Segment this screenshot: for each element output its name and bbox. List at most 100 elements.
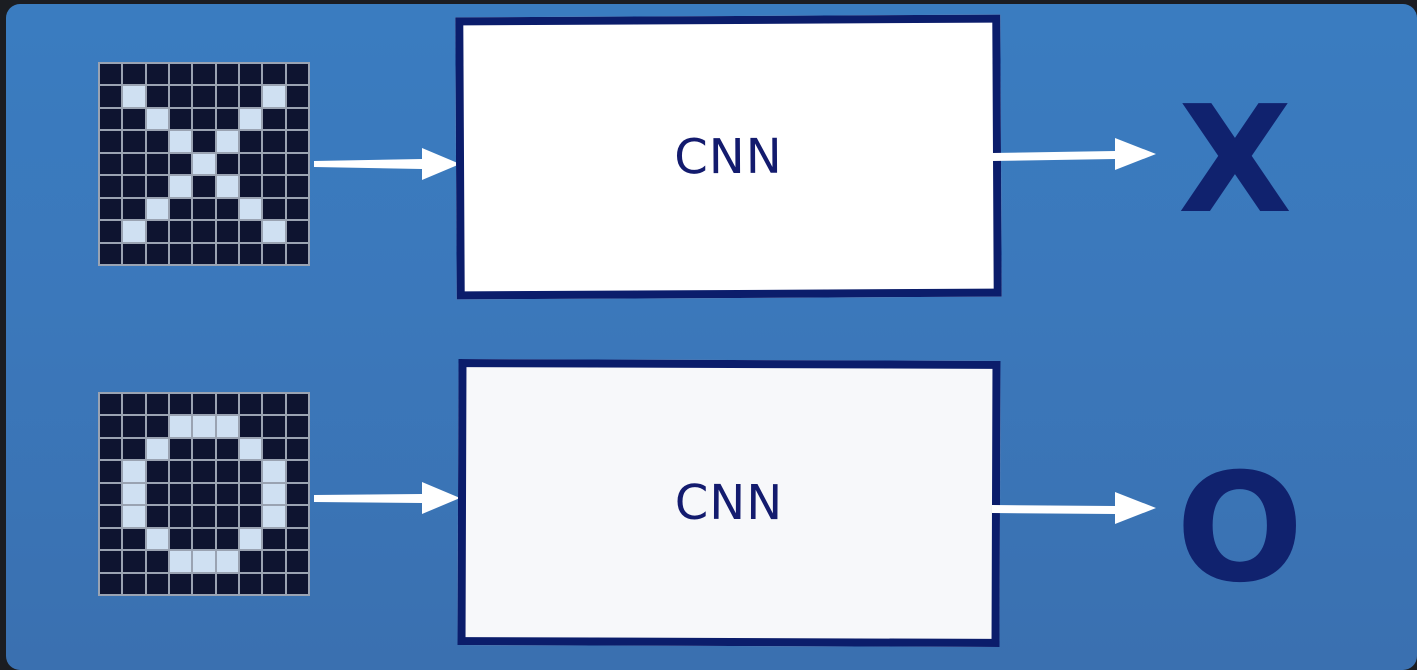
pixel-off — [146, 131, 168, 152]
pixel-off — [146, 483, 168, 505]
pixel-off — [146, 551, 168, 572]
pixel-off — [240, 221, 262, 242]
row-x-classification: CNN X — [6, 4, 1417, 334]
pixel-off — [146, 573, 168, 594]
pixel-off — [216, 528, 238, 550]
pixel-off — [240, 131, 262, 152]
pixel-off — [100, 394, 122, 415]
pixel-on — [216, 131, 238, 152]
pixel-on — [193, 153, 215, 175]
pixel-off — [286, 198, 308, 220]
pixel-off — [216, 573, 238, 594]
input-image-x — [98, 62, 310, 266]
pixel-off — [263, 416, 285, 437]
pixel-off — [100, 551, 122, 572]
pixel-off — [100, 153, 122, 175]
pixel-off — [216, 221, 238, 242]
pixel-off — [170, 198, 192, 220]
pixel-on — [193, 416, 215, 437]
pixel-off — [170, 573, 192, 594]
pixel-on — [216, 176, 238, 197]
pixel-off — [193, 506, 215, 527]
pixel-off — [216, 506, 238, 527]
pixel-on — [146, 528, 168, 550]
pixel-off — [146, 176, 168, 197]
pixel-off — [216, 394, 238, 415]
pixel-off — [286, 506, 308, 527]
pixel-off — [146, 153, 168, 175]
pixel-on — [193, 551, 215, 572]
pixel-off — [123, 64, 145, 85]
pixel-off — [123, 108, 145, 130]
pixel-off — [263, 198, 285, 220]
pixel-off — [193, 243, 215, 264]
pixel-on — [240, 198, 262, 220]
pixel-off — [263, 243, 285, 264]
pixel-off — [263, 176, 285, 197]
pixel-off — [263, 64, 285, 85]
pixel-off — [100, 461, 122, 482]
pixel-off — [263, 153, 285, 175]
pixel-off — [286, 64, 308, 85]
pixel-off — [286, 243, 308, 264]
pixel-off — [240, 461, 262, 482]
pixel-on — [170, 131, 192, 152]
pixel-on — [263, 506, 285, 527]
pixel-off — [170, 153, 192, 175]
pixel-on — [146, 438, 168, 460]
pixel-off — [170, 461, 192, 482]
pixel-off — [216, 86, 238, 107]
pixel-on — [263, 221, 285, 242]
pixel-off — [263, 394, 285, 415]
pixel-on — [263, 86, 285, 107]
pixel-off — [240, 483, 262, 505]
pixel-off — [193, 86, 215, 107]
pixel-off — [146, 506, 168, 527]
pixel-off — [263, 551, 285, 572]
pixel-off — [216, 64, 238, 85]
pixel-off — [263, 573, 285, 594]
pixel-off — [123, 153, 145, 175]
pixel-off — [240, 551, 262, 572]
row-o-classification: CNN O — [6, 344, 1417, 670]
pixel-off — [286, 131, 308, 152]
pixel-off — [100, 221, 122, 242]
pixel-off — [100, 243, 122, 264]
pixel-off — [123, 438, 145, 460]
pixel-off — [100, 198, 122, 220]
pixel-off — [216, 461, 238, 482]
pixel-off — [146, 243, 168, 264]
pixel-on — [123, 461, 145, 482]
pixel-off — [286, 416, 308, 437]
pixel-off — [100, 528, 122, 550]
pixel-off — [100, 176, 122, 197]
pixel-off — [193, 131, 215, 152]
output-arrow — [990, 488, 1160, 528]
pixel-off — [216, 438, 238, 460]
pixel-off — [193, 64, 215, 85]
pixel-on — [263, 483, 285, 505]
input-arrow — [312, 478, 462, 518]
pixel-off — [193, 394, 215, 415]
pixel-off — [286, 153, 308, 175]
pixel-off — [100, 483, 122, 505]
pixel-off — [286, 86, 308, 107]
pixel-off — [286, 528, 308, 550]
pixel-off — [193, 438, 215, 460]
pixel-off — [263, 131, 285, 152]
pixel-off — [123, 243, 145, 264]
pixel-off — [100, 573, 122, 594]
output-label-x: X — [1178, 74, 1293, 246]
pixel-off — [100, 438, 122, 460]
slide: CNN X CNN O — [6, 4, 1417, 670]
pixel-off — [216, 243, 238, 264]
output-arrow — [990, 134, 1160, 174]
pixel-off — [123, 198, 145, 220]
pixel-off — [216, 108, 238, 130]
pixel-on — [170, 416, 192, 437]
pixel-off — [100, 506, 122, 527]
pixel-off — [286, 394, 308, 415]
pixel-off — [123, 394, 145, 415]
pixel-off — [146, 416, 168, 437]
pixel-off — [240, 573, 262, 594]
